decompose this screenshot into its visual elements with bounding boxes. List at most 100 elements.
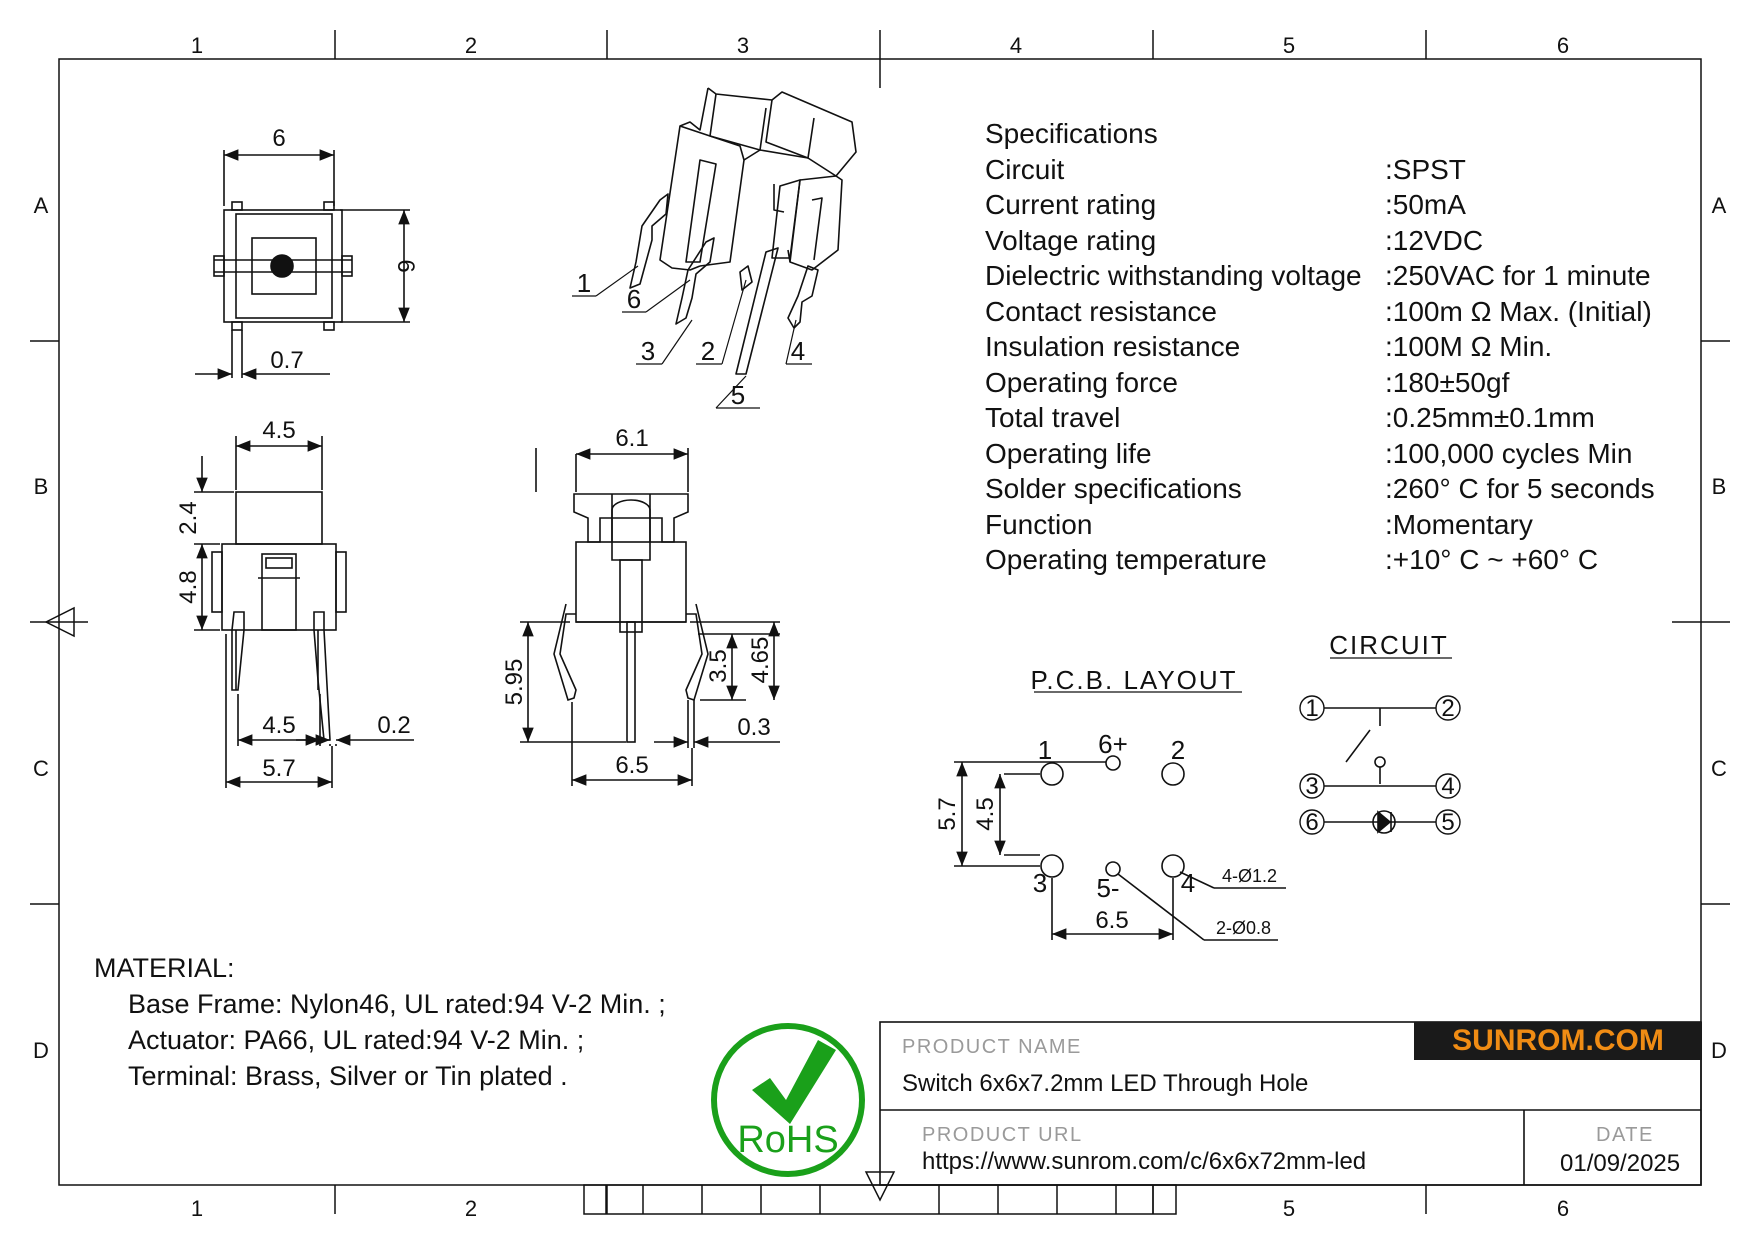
pcb-dim-width: 6.5 [1095, 907, 1128, 934]
zone-row-c-right: C [1711, 756, 1727, 781]
spec-value: :0.25mm±0.1mm [1385, 402, 1595, 433]
spec-value: :12VDC [1385, 224, 1484, 256]
dim-side-top: 6.1 [615, 425, 648, 452]
spec-row: Operating force :180±50gf [985, 365, 1685, 401]
spec-row: Operating temperature :+10° C ~ +60° C [985, 542, 1685, 578]
product-url-label: PRODUCT URL [922, 1124, 1083, 1146]
pcb-hole-small: 2-Ø0.8 [1216, 918, 1271, 938]
top-view [195, 149, 410, 380]
rohs-check-icon [752, 1040, 836, 1124]
zone-row-b-right: B [1712, 474, 1727, 499]
spec-label: Contact resistance [985, 295, 1217, 327]
zone-col-2-bottom: 2 [465, 1196, 477, 1221]
dim-front-width: 5.7 [262, 755, 295, 782]
product-url-link[interactable]: https://www.sunrom.com/c/6x6x72mm-led [922, 1148, 1367, 1175]
zone-col-5-bottom: 5 [1283, 1196, 1295, 1221]
iso-pin-labels: 1 6 3 2 5 4 [577, 268, 805, 410]
spec-row: Solder specifications :260° C for 5 secon… [985, 471, 1685, 507]
spec-row: Dielectric withstanding voltage:250VAC f… [985, 258, 1685, 294]
zone-row-a-left: A [34, 193, 49, 218]
spec-row: Voltage rating :12VDC [985, 223, 1685, 259]
spec-label: Current rating [985, 189, 1157, 220]
zone-col-1-top: 1 [191, 33, 203, 58]
pcb-pin-5: 5- [1096, 873, 1119, 903]
pcb-pin-2: 2 [1171, 735, 1185, 765]
specifications-heading: Specifications [985, 118, 1158, 149]
date-value: 01/09/2025 [1560, 1150, 1681, 1177]
circuit-node-1: 1 [1305, 695, 1318, 722]
rohs-badge: RoHS [711, 1023, 865, 1177]
circuit-title: CIRCUIT [1329, 630, 1448, 660]
zone-col-1-bottom: 1 [191, 1196, 203, 1221]
spec-label: Operating force [985, 366, 1178, 398]
dim-side-height: 5.95 [501, 659, 528, 706]
circuit-labels: CIRCUIT 1 2 3 4 6 5 [1299, 630, 1461, 836]
dim-front-pin: 0.2 [377, 712, 410, 739]
pcb-hole-large: 4-Ø1.2 [1222, 866, 1277, 886]
zone-row-a-right: A [1712, 193, 1727, 218]
circuit-node-6: 6 [1305, 809, 1318, 836]
circuit-diagram [1324, 657, 1452, 834]
spec-row: Operating life:100,000 cycles Min [985, 436, 1685, 472]
zone-row-b-left: B [34, 474, 49, 499]
dim-top-width: 6 [272, 125, 285, 152]
zone-col-6-bottom: 6 [1557, 1196, 1569, 1221]
spec-label: Dielectric withstanding voltage [985, 260, 1362, 291]
pcb-pin-1: 1 [1038, 735, 1052, 765]
zone-col-6-top: 6 [1557, 33, 1569, 58]
spec-label: Operating temperature [985, 544, 1267, 575]
iso-pin-4: 4 [791, 336, 805, 366]
spec-label: Solder specifications [985, 473, 1242, 504]
product-name-value: Switch 6x6x7.2mm LED Through Hole [902, 1070, 1309, 1097]
product-name-label: PRODUCT NAME [902, 1036, 1082, 1058]
pcb-dim-inner: 4.5 [972, 797, 999, 830]
dim-top-pin: 0.7 [270, 347, 303, 374]
spec-row: Current rating :50mA [985, 187, 1685, 223]
iso-pin-3: 3 [641, 336, 655, 366]
front-view-dims: 4.5 2.4 4.8 4.5 0.2 5.7 [175, 417, 411, 782]
front-view [194, 436, 414, 788]
date-label: DATE [1596, 1124, 1654, 1146]
zone-col-5-top: 5 [1283, 33, 1295, 58]
pcb-layout-title: P.C.B. LAYOUT [1030, 665, 1237, 695]
spec-label: Circuit [985, 153, 1065, 185]
iso-pin-2: 2 [701, 336, 715, 366]
rohs-text: RoHS [737, 1119, 838, 1161]
material-heading: MATERIAL: [94, 953, 235, 983]
zone-col-4-top: 4 [1010, 33, 1022, 58]
zone-col-2-top: 2 [465, 33, 477, 58]
iso-pin-1: 1 [577, 268, 591, 298]
dim-side-width: 6.5 [615, 752, 648, 779]
circuit-node-2: 2 [1441, 695, 1454, 722]
spec-label: Voltage rating [985, 224, 1157, 256]
spec-value: :100,000 cycles Min [1385, 437, 1633, 469]
spec-value: :100M Ω Min. [1385, 331, 1553, 362]
spec-value: :180±50gf [1385, 366, 1510, 398]
dim-side-lead1: 3.5 [705, 649, 732, 682]
iso-pin-5: 5 [731, 380, 745, 410]
side-view [520, 448, 780, 786]
title-block [879, 1021, 1702, 1186]
spec-row: Insulation resistance :100M Ω Min. [985, 329, 1685, 365]
circuit-node-5: 5 [1441, 809, 1454, 836]
spec-value: :+10° C ~ +60° C [1385, 544, 1599, 575]
spec-value: :SPST [1385, 153, 1466, 185]
zone-col-3-top: 3 [737, 33, 749, 58]
spec-value: :50mA [1385, 189, 1466, 220]
pcb-pin-3: 3 [1033, 868, 1047, 898]
top-view-dims: 6 6 0.7 [270, 125, 419, 374]
spec-label: Function [985, 508, 1093, 540]
spec-label: Insulation resistance [985, 331, 1241, 362]
iso-leaders [572, 265, 812, 409]
dim-front-pitch: 4.5 [262, 712, 295, 739]
spec-value: :260° C for 5 seconds [1385, 473, 1655, 504]
material-line: Base Frame: Nylon46, UL rated:94 V-2 Min… [128, 989, 666, 1019]
circuit-node-4: 4 [1441, 773, 1454, 800]
dim-side-pin: 0.3 [737, 714, 770, 741]
circuit-node-3: 3 [1305, 773, 1318, 800]
spec-label: Total travel [985, 402, 1121, 433]
zone-row-d-right: D [1711, 1038, 1727, 1063]
spec-row: Contact resistance:100m Ω Max. (Initial) [985, 294, 1685, 330]
pcb-pin-4: 4 [1181, 868, 1195, 898]
dim-front-cap: 2.4 [175, 501, 202, 534]
